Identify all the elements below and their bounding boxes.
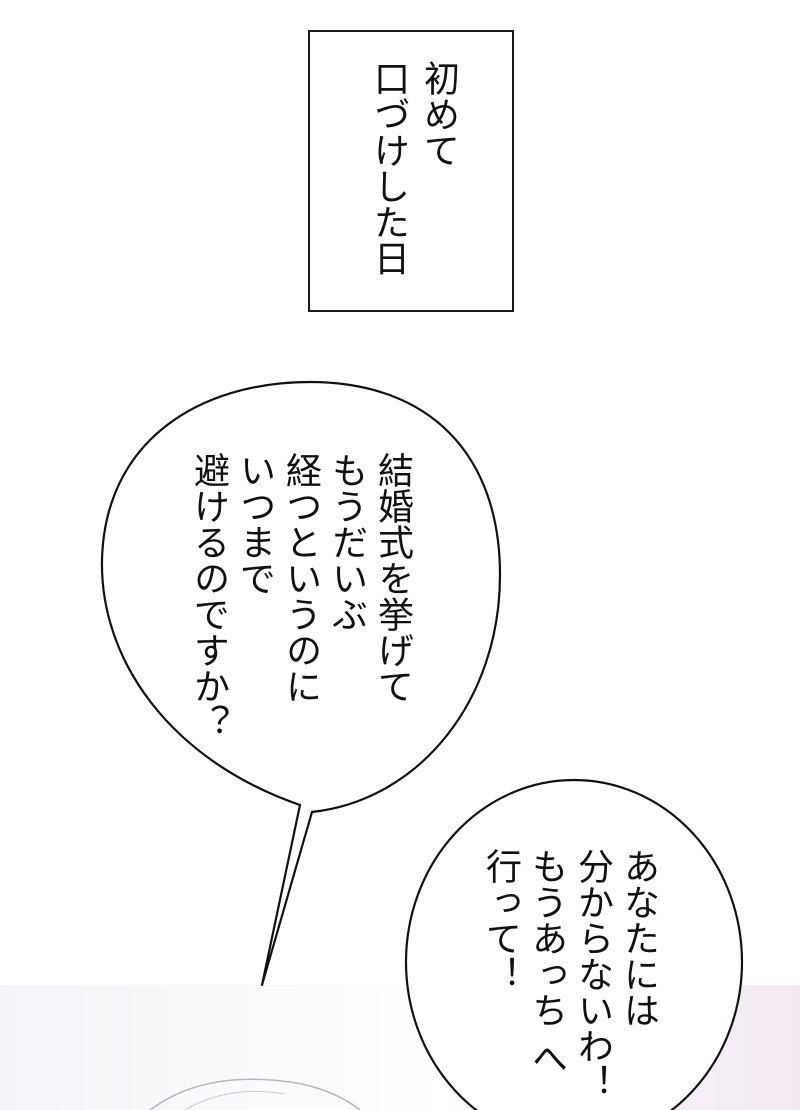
bubble-1-line-3: 経つというのに [280, 452, 321, 704]
narration-caption-box [308, 30, 514, 312]
bubble-2-line-4: 行って！ [480, 848, 521, 992]
bubble-1-line-5: 避けるのですか？ [188, 452, 229, 740]
bubble-2-line-3: もうあっち へ [526, 848, 567, 1076]
hair-sketch [149, 1078, 361, 1110]
background-haze [0, 985, 800, 1110]
bubble-2-line-1: あなたには [618, 848, 659, 1028]
caption-line-1: 初めて [418, 60, 459, 168]
bubble-1-line-2: もうだいぶ [326, 452, 367, 632]
bubble-2-line-2: 分からないわ！ [572, 848, 613, 1100]
bubble-1-line-4: いつまで [234, 452, 275, 596]
caption-line-2: 口づけした日 [368, 60, 409, 276]
bubble-1-line-1: 結婚式を挙げて [372, 452, 413, 704]
